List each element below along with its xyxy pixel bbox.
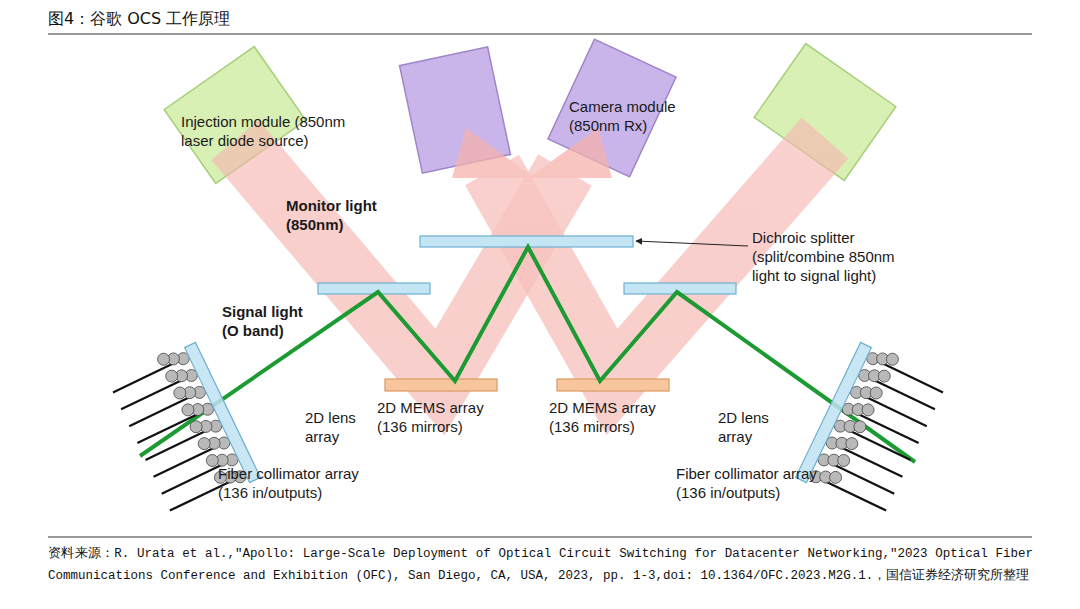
- leader-line: [636, 241, 748, 246]
- part-label: 2D lens array: [718, 408, 784, 446]
- figure-title: 图4：谷歌 OCS 工作原理: [48, 9, 230, 29]
- lens: [198, 438, 210, 450]
- fiber-arrays: [113, 342, 943, 510]
- source-caption: 资料来源：R. Urata et al.,"Apollo: Large-Scal…: [48, 543, 1033, 587]
- lens-plate: [796, 342, 872, 482]
- lens: [190, 421, 202, 433]
- lens: [878, 370, 890, 382]
- caption-rule: [48, 537, 1032, 538]
- part-label: 2D lens array: [305, 408, 371, 446]
- module-label: Camera module (850nm Rx): [569, 97, 694, 135]
- lens: [206, 454, 218, 466]
- lens: [854, 421, 866, 433]
- part-label: 2D MEMS array (136 mirrors): [549, 398, 674, 436]
- light-label: Monitor light (850nm): [286, 196, 394, 234]
- lens: [830, 471, 842, 483]
- lens: [838, 454, 850, 466]
- part-label: 2D MEMS array (136 mirrors): [377, 398, 502, 436]
- lens: [870, 387, 882, 399]
- lens: [182, 404, 194, 416]
- part-label: Dichroic splitter (split/combine 850nm l…: [752, 228, 924, 285]
- title-rule: [48, 34, 1032, 35]
- lens: [846, 438, 858, 450]
- dichroic-splitter: [420, 236, 633, 247]
- light-label: Signal light (O band): [222, 302, 322, 340]
- mems-array: [557, 379, 669, 391]
- lens: [862, 404, 874, 416]
- lens: [166, 370, 178, 382]
- part-label: Fiber collimator array (136 in/outputs): [218, 464, 383, 502]
- lens: [158, 353, 170, 365]
- lens: [174, 387, 186, 399]
- mems-array: [385, 379, 497, 391]
- lens-plate: [185, 342, 261, 482]
- module-label: Injection module (850nm laser diode sour…: [181, 112, 381, 150]
- fiber-collimator-array: [796, 342, 943, 510]
- part-label: Fiber collimator array (136 in/outputs): [676, 464, 841, 502]
- monitor-beam: [235, 128, 825, 382]
- lens: [886, 353, 898, 365]
